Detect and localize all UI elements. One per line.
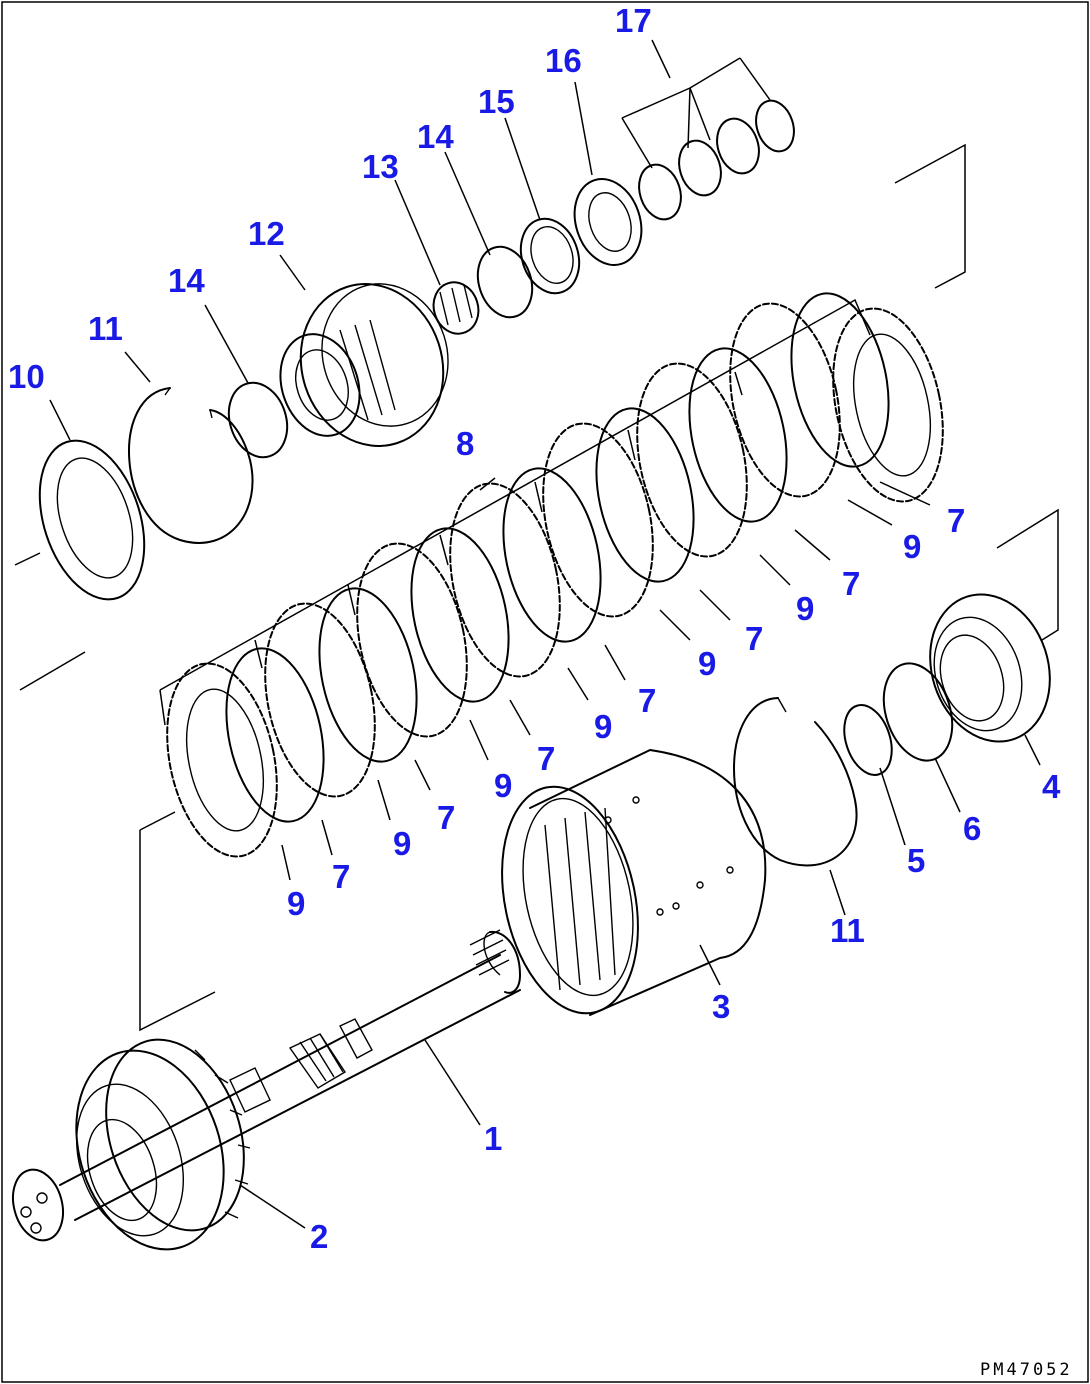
callout-7: 7 [638,682,656,719]
callout-9: 9 [903,528,921,565]
callout-12: 12 [248,215,285,252]
upper-right-group [476,99,795,319]
callout-11: 11 [88,310,123,347]
callout-1: 1 [484,1120,502,1157]
callout-7: 7 [745,620,763,657]
callout-9: 9 [796,590,814,627]
callout-11: 11 [830,912,865,949]
callout-9: 9 [594,708,612,745]
leader-lines [14,39,1059,1229]
piston-group [733,593,1051,867]
callout-15: 15 [478,83,515,120]
drawing-code: PM47052 [980,1360,1073,1380]
callout-8: 8 [456,425,474,462]
shaft-assembly [12,929,521,1251]
callout-9: 9 [393,825,411,862]
callout-5: 5 [907,842,925,879]
callout-13: 13 [362,148,399,185]
callout-7: 7 [332,858,350,895]
callout-7: 7 [437,799,455,836]
callout-9: 9 [494,767,512,804]
callout-16: 16 [545,42,582,79]
callout-3: 3 [712,988,730,1025]
callout-7: 7 [537,740,555,777]
callout-9: 9 [287,885,305,922]
callout-2: 2 [310,1218,328,1255]
upper-left-group [38,281,480,601]
callout-14: 14 [168,262,205,299]
callout-6: 6 [963,810,981,847]
callout-7: 7 [947,502,965,539]
clutch-drum [501,749,767,1016]
callout-10: 10 [8,358,45,395]
callout-7: 7 [842,565,860,602]
plate-pack [166,292,944,858]
callout-17: 17 [615,2,652,39]
callout-14: 14 [417,118,454,155]
callout-4: 4 [1042,768,1061,805]
callout-9: 9 [698,645,716,682]
callouts: 1 2 3 4 5 6 7 7 7 7 7 7 7 7 8 9 9 9 9 9 … [8,2,1061,1255]
